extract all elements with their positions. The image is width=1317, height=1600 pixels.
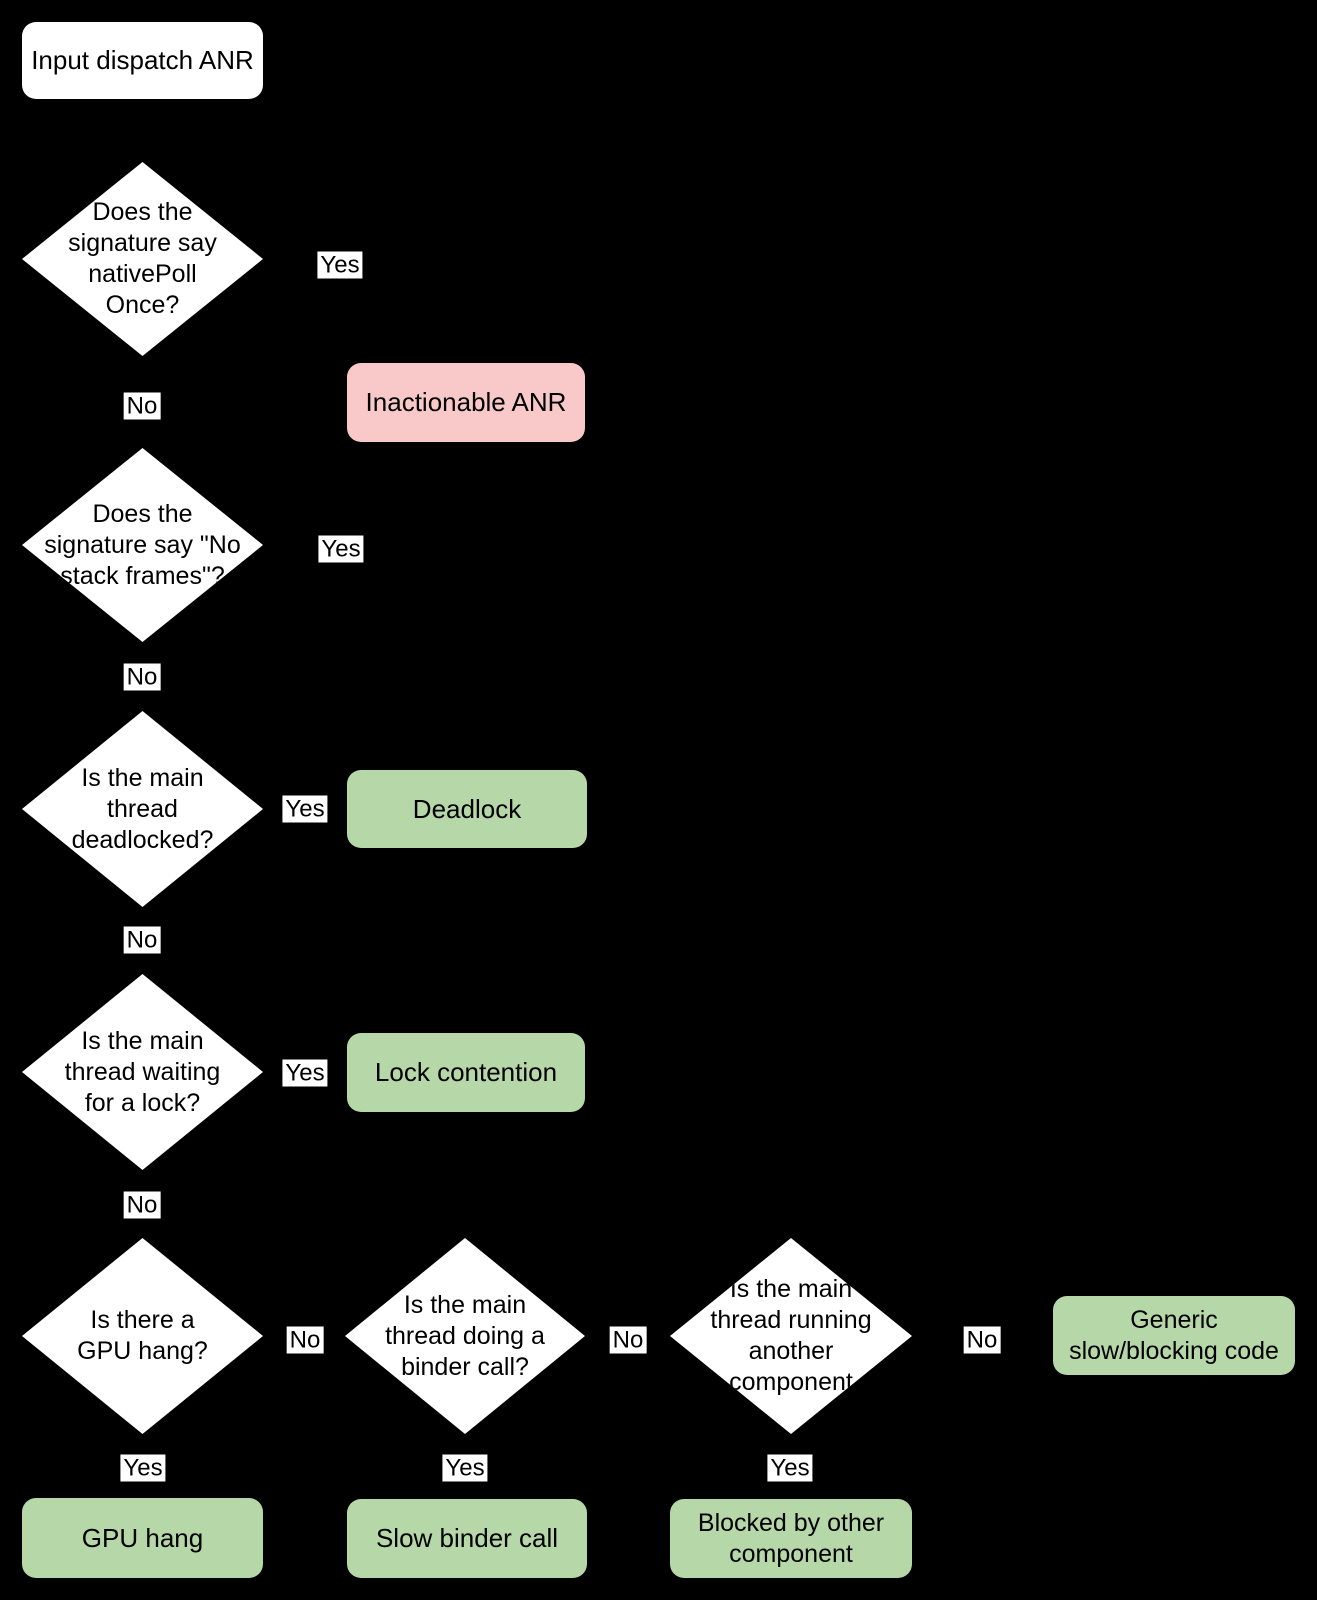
- edge-label-no-gpu-hang: No: [286, 1326, 324, 1354]
- outcome-slow-binder-call: Slow binder call: [347, 1499, 587, 1578]
- decision-main-thread-waiting-lock: Is the main thread waiting for a lock?: [22, 974, 263, 1170]
- decision-signature-nativepollonce: Does the signature say nativePoll Once?: [22, 162, 263, 356]
- edge-label-no-binder-call: No: [609, 1326, 647, 1354]
- outcome-blocked-by-other-component: Blocked by other component: [670, 1499, 912, 1578]
- edge-label-yes-waiting-lock: Yes: [282, 1059, 328, 1087]
- start-node-input-dispatch-anr: Input dispatch ANR: [22, 22, 263, 99]
- edge-label-no-nativepollonce: No: [123, 392, 161, 420]
- decision-running-another-component: Is the main thread running another compo…: [670, 1238, 912, 1434]
- edge-label-yes-another-component: Yes: [767, 1454, 813, 1482]
- outcome-generic-slow-blocking-code: Generic slow/blocking code: [1053, 1296, 1295, 1375]
- outcome-deadlock: Deadlock: [347, 770, 587, 848]
- decision-main-thread-deadlocked: Is the main thread deadlocked?: [22, 711, 263, 907]
- edge-label-no-another-component: No: [963, 1326, 1001, 1354]
- edge-label-yes-deadlocked: Yes: [282, 795, 328, 823]
- edge-label-no-waiting-lock: No: [123, 1191, 161, 1219]
- edge-label-no-no-stack-frames: No: [123, 663, 161, 691]
- outcome-lock-contention: Lock contention: [347, 1033, 585, 1112]
- edge-label-no-deadlocked: No: [123, 926, 161, 954]
- edge-label-yes-binder-call: Yes: [442, 1454, 488, 1482]
- edge-label-yes-gpu-hang: Yes: [120, 1454, 166, 1482]
- decision-binder-call: Is the main thread doing a binder call?: [345, 1238, 585, 1434]
- outcome-inactionable-anr: Inactionable ANR: [347, 363, 585, 442]
- decision-signature-no-stack-frames: Does the signature say "No stack frames"…: [22, 448, 263, 642]
- decision-gpu-hang: Is there a GPU hang?: [22, 1238, 263, 1434]
- outcome-gpu-hang: GPU hang: [22, 1498, 263, 1578]
- edge-label-yes-nativepollonce: Yes: [317, 251, 363, 279]
- edge-label-yes-no-stack-frames: Yes: [318, 535, 364, 563]
